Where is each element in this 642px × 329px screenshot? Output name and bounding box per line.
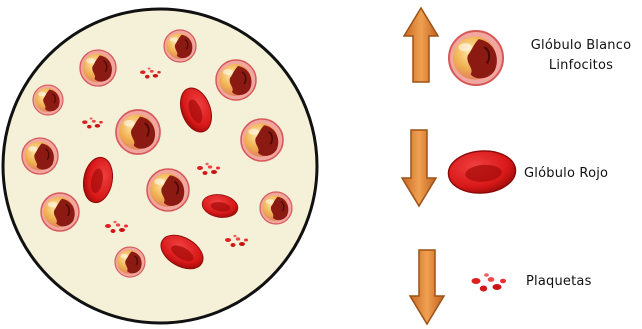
legend-label-line: Plaquetas xyxy=(526,272,592,292)
arrow-down-icon xyxy=(402,130,436,206)
legend-label-platelets: Plaquetas xyxy=(526,272,592,292)
legend-label-line: Glóbulo Blanco xyxy=(520,36,642,56)
white-blood-cell xyxy=(216,60,256,100)
legend-label-line: Glóbulo Rojo xyxy=(524,164,608,184)
platelet-icon xyxy=(472,273,507,291)
legend-label-white-blood-cell: Glóbulo Blanco Linfocitos xyxy=(520,36,642,76)
white-blood-cell xyxy=(22,138,58,174)
arrow-up-icon xyxy=(404,8,438,82)
white-blood-cell-icon xyxy=(449,31,503,85)
legend-label-red-blood-cell: Glóbulo Rojo xyxy=(524,164,608,184)
white-blood-cell xyxy=(80,50,116,86)
white-blood-cell xyxy=(41,193,79,231)
white-blood-cell xyxy=(116,110,160,154)
legend-label-line: Linfocitos xyxy=(520,56,642,76)
white-blood-cell xyxy=(260,192,292,224)
red-blood-cell-icon xyxy=(447,149,517,196)
white-blood-cell xyxy=(33,85,63,115)
white-blood-cell xyxy=(147,169,189,211)
white-blood-cell xyxy=(164,30,196,62)
arrow-down-icon xyxy=(410,250,444,324)
white-blood-cell xyxy=(241,119,283,161)
white-blood-cell xyxy=(115,247,145,277)
